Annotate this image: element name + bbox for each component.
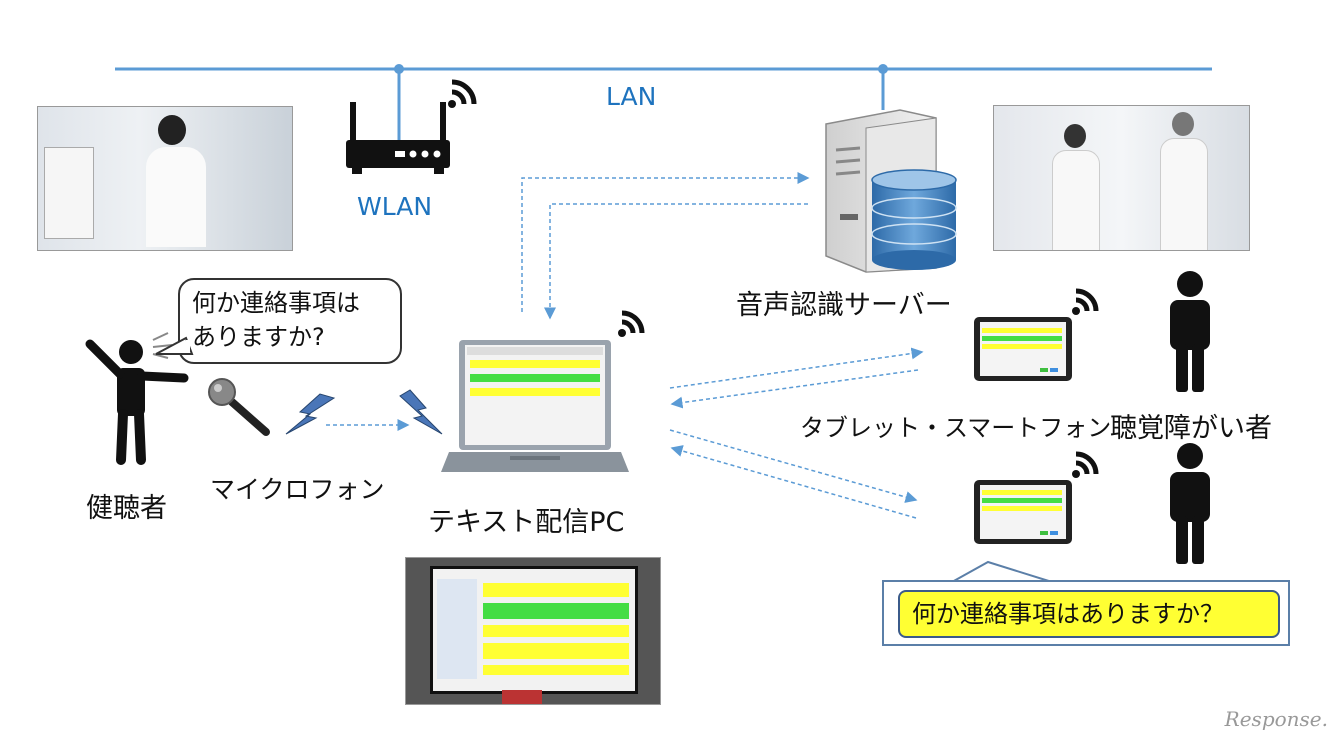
tablet-icon <box>974 480 1072 544</box>
speech-server-label: 音声認識サーバー <box>736 290 952 321</box>
text-pc-label: テキスト配信PC <box>428 507 625 538</box>
microphone-label: マイクロフォン <box>210 475 385 504</box>
tablet-callout-text: 何か連絡事項はありますか？ <box>898 590 1280 638</box>
pc-tablet-arrows <box>669 347 924 519</box>
wifi-icon <box>448 79 477 108</box>
hearing-impaired-label: 聴覚障がい者 <box>1110 413 1272 444</box>
speaker-photo <box>37 106 293 251</box>
wifi-icon <box>618 310 645 337</box>
pc-server-arrows <box>521 172 810 320</box>
tablet-icon <box>974 317 1072 381</box>
listeners-photo <box>993 105 1250 251</box>
speech-bubble-line2: ありますか? <box>192 323 325 351</box>
wifi-icon <box>1072 451 1099 478</box>
database-icon <box>871 169 957 270</box>
wlan-label: WLAN <box>357 192 433 221</box>
speech-bubble-line1: 何か連絡事項は <box>192 289 360 317</box>
tablet-callout: 何か連絡事項はありますか？ <box>882 580 1290 646</box>
speaker-figure-icon <box>85 339 189 465</box>
laptop-icon <box>441 340 629 472</box>
signal-bolt-icon <box>285 393 336 435</box>
lan-line <box>115 64 1212 145</box>
lan-label: LAN <box>606 82 657 111</box>
voice-lines-icon <box>152 332 173 359</box>
watermark-logo: Response. <box>1224 707 1328 731</box>
callout-pointer <box>948 560 1053 583</box>
wifi-icon <box>1072 288 1099 315</box>
router-icon <box>346 102 450 174</box>
person-icon <box>1170 443 1210 564</box>
tablet-label: タブレット・スマートフォン <box>800 414 1112 442</box>
speaker-label: 健聴者 <box>86 493 167 524</box>
signal-bolt-icon <box>399 389 443 435</box>
person-icon <box>1170 271 1210 392</box>
monitor-photo <box>405 557 661 705</box>
microphone-icon <box>208 378 270 436</box>
speech-bubble: 何か連絡事項は ありますか? <box>178 278 402 364</box>
